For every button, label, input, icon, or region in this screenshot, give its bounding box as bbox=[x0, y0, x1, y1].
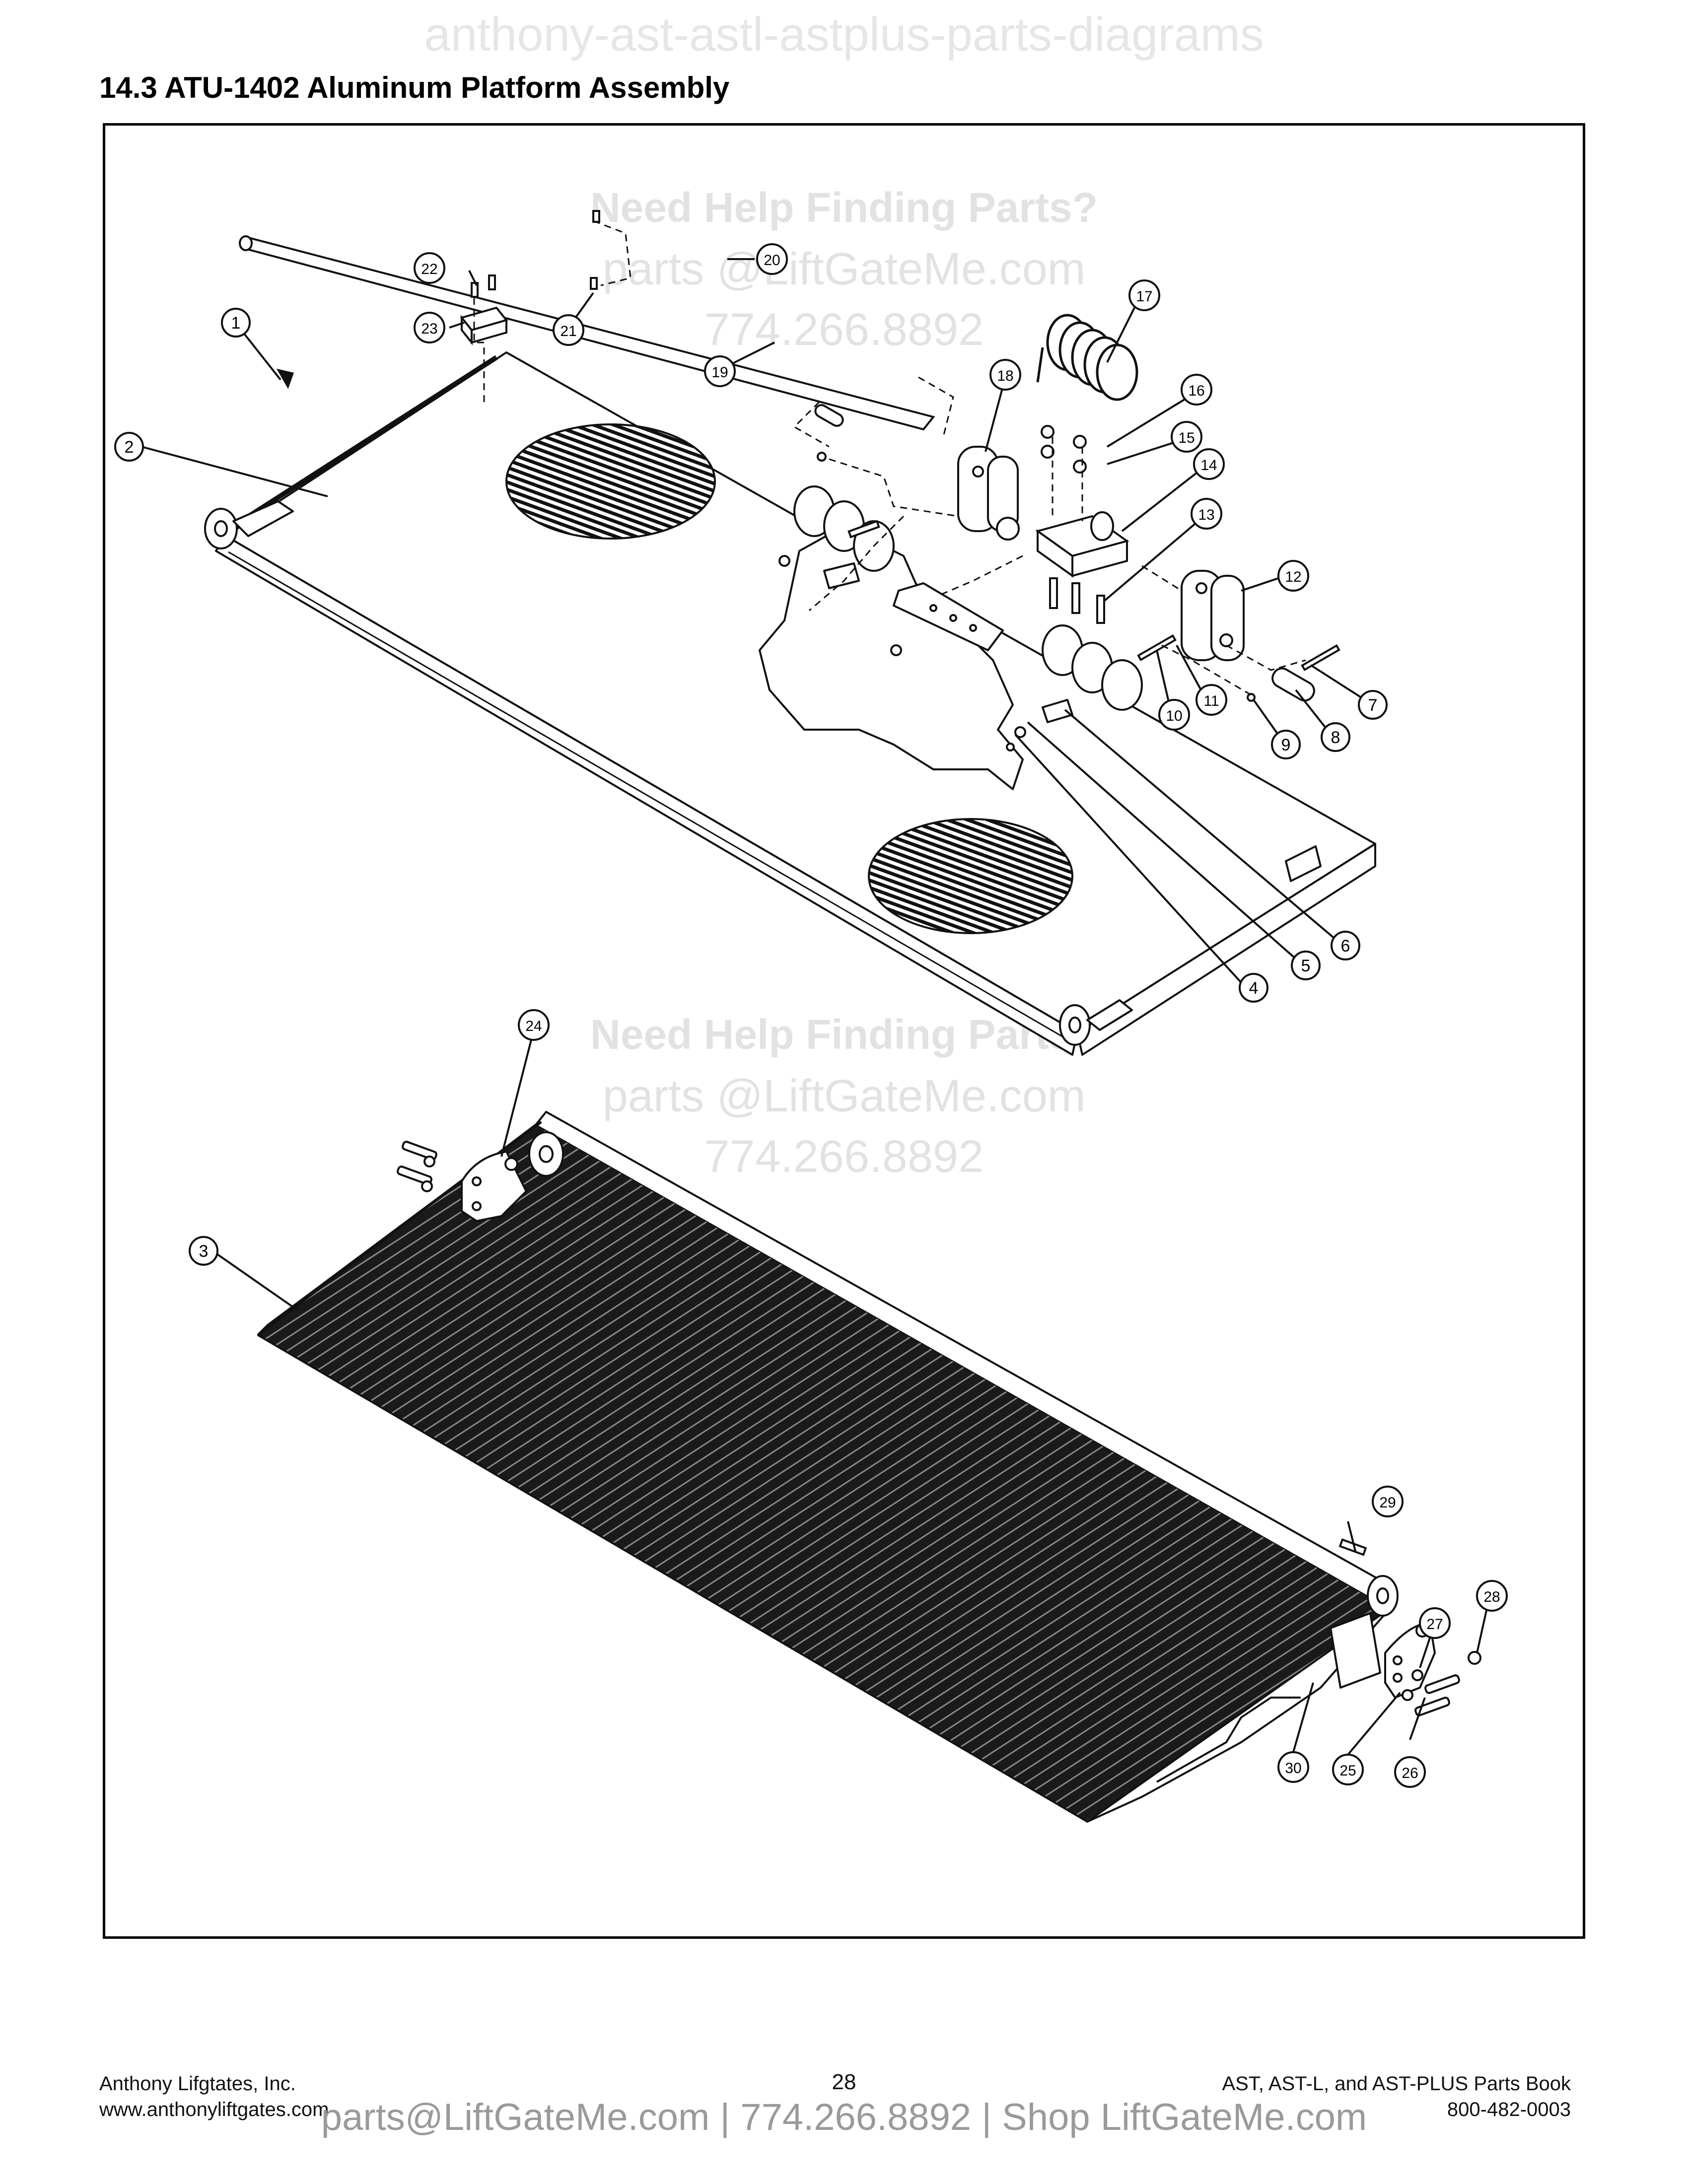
callout-19: 19 bbox=[704, 355, 736, 387]
callout-label: 23 bbox=[421, 321, 437, 337]
mounting-bracket-area bbox=[759, 485, 1143, 790]
watermark-email-upper: parts @LiftGateMe.com bbox=[602, 244, 1086, 294]
watermark-help-upper: Need Help Finding Parts? bbox=[590, 184, 1098, 231]
callout-label: 29 bbox=[1379, 1495, 1396, 1511]
callout-label: 8 bbox=[1331, 728, 1340, 747]
watermark-phone-lower: 774.266.8892 bbox=[704, 1131, 984, 1182]
callout-20: 20 bbox=[756, 243, 788, 275]
callout-label: 13 bbox=[1198, 507, 1214, 523]
lower-platform bbox=[257, 1111, 1399, 1823]
callout-14: 14 bbox=[1193, 448, 1225, 480]
footer-company-block: Anthony Lifgtates, Inc. www.anthonyliftg… bbox=[99, 2071, 329, 2122]
callout-11: 11 bbox=[1196, 684, 1227, 716]
footer-phone: 800-482-0003 bbox=[1447, 2099, 1571, 2120]
callout-label: 30 bbox=[1285, 1760, 1301, 1776]
callout-label: 26 bbox=[1402, 1765, 1418, 1781]
callout-label: 6 bbox=[1341, 937, 1350, 956]
hardware bbox=[471, 210, 1340, 751]
callout-2: 2 bbox=[114, 432, 144, 462]
callout-label: 12 bbox=[1285, 569, 1301, 585]
callout-label: 11 bbox=[1203, 693, 1219, 709]
callout-26: 26 bbox=[1394, 1756, 1426, 1788]
page-number: 28 bbox=[832, 2070, 856, 2094]
callout-18: 18 bbox=[989, 359, 1021, 391]
block-part-14 bbox=[1035, 511, 1129, 578]
callout-leaders bbox=[141, 258, 1488, 1756]
callout-label: 5 bbox=[1301, 956, 1311, 975]
footer-book-block: AST, AST-L, and AST-PLUS Parts Book 800-… bbox=[1222, 2071, 1571, 2122]
callout-13: 13 bbox=[1191, 498, 1222, 530]
spring-part-17 bbox=[1036, 314, 1138, 401]
footer-website-link[interactable]: www.anthonyliftgates.com bbox=[99, 2099, 329, 2120]
arrow-item-1 bbox=[276, 368, 294, 389]
page-title: 14.3 ATU-1402 Aluminum Platform Assembly bbox=[99, 71, 730, 104]
callout-15: 15 bbox=[1171, 421, 1202, 453]
watermark-email-lower: parts @LiftGateMe.com bbox=[602, 1071, 1086, 1121]
footer-company: Anthony Lifgtates, Inc. bbox=[99, 2073, 296, 2095]
callout-9: 9 bbox=[1271, 730, 1301, 759]
link-part-18 bbox=[957, 446, 1020, 541]
callout-label: 21 bbox=[560, 323, 576, 340]
footer-book-title: AST, AST-L, and AST-PLUS Parts Book bbox=[1222, 2073, 1571, 2095]
callout-label: 16 bbox=[1188, 383, 1204, 399]
bar-part-23 bbox=[460, 306, 508, 345]
callout-label: 25 bbox=[1339, 1763, 1356, 1779]
callout-label: 27 bbox=[1426, 1616, 1443, 1633]
callout-24: 24 bbox=[518, 1009, 550, 1041]
callout-label: 14 bbox=[1200, 457, 1217, 474]
callout-label: 28 bbox=[1483, 1589, 1500, 1605]
callout-label: 3 bbox=[199, 1242, 209, 1261]
watermark-phone-upper: 774.266.8892 bbox=[704, 304, 984, 355]
callout-label: 19 bbox=[711, 364, 728, 381]
callout-label: 20 bbox=[764, 252, 780, 269]
callout-23: 23 bbox=[414, 312, 445, 343]
callout-label: 17 bbox=[1136, 288, 1152, 305]
callout-label: 1 bbox=[231, 314, 241, 333]
diagram-frame bbox=[103, 123, 1585, 1939]
callout-4: 4 bbox=[1239, 973, 1268, 1003]
callout-7: 7 bbox=[1358, 690, 1388, 720]
callout-bubbles: 1 2 3 4 5 6 7 8 9 10 11 12 13 14 15 16 1… bbox=[114, 243, 1508, 1788]
callout-6: 6 bbox=[1331, 931, 1360, 960]
callout-3: 3 bbox=[189, 1236, 218, 1266]
callout-label: 9 bbox=[1281, 736, 1291, 754]
callout-16: 16 bbox=[1181, 374, 1212, 406]
callout-28: 28 bbox=[1476, 1580, 1508, 1612]
callout-label: 22 bbox=[421, 261, 437, 277]
hinge-plate-24 bbox=[397, 1141, 528, 1223]
callout-29: 29 bbox=[1372, 1486, 1404, 1517]
rod-part-19 bbox=[239, 235, 935, 431]
watermark-header: anthony-ast-astl-astplus-parts-diagrams bbox=[424, 8, 1264, 61]
callout-30: 30 bbox=[1277, 1751, 1309, 1783]
callout-5: 5 bbox=[1291, 951, 1321, 980]
callout-17: 17 bbox=[1128, 279, 1160, 311]
callout-10: 10 bbox=[1158, 699, 1190, 731]
hatched-section-upper bbox=[505, 423, 716, 540]
callout-label: 2 bbox=[125, 438, 134, 457]
callout-label: 7 bbox=[1368, 696, 1378, 715]
link-part-12 bbox=[1181, 570, 1245, 661]
callout-27: 27 bbox=[1419, 1607, 1451, 1639]
assembly-lines bbox=[473, 220, 1306, 696]
callout-label: 10 bbox=[1166, 708, 1182, 724]
callout-12: 12 bbox=[1277, 560, 1309, 592]
footer-shop-banner[interactable]: parts@LiftGateMe.com | 774.266.8892 | Sh… bbox=[321, 2096, 1367, 2138]
callout-8: 8 bbox=[1321, 722, 1350, 752]
hatched-section-lower bbox=[868, 818, 1073, 934]
callout-label: 4 bbox=[1249, 979, 1259, 998]
callout-1: 1 bbox=[221, 308, 251, 338]
callout-label: 24 bbox=[525, 1018, 542, 1034]
callout-label: 18 bbox=[997, 368, 1013, 384]
callout-label: 15 bbox=[1178, 430, 1195, 446]
callout-25: 25 bbox=[1332, 1754, 1364, 1785]
callout-22: 22 bbox=[414, 252, 445, 284]
callout-21: 21 bbox=[553, 314, 584, 346]
